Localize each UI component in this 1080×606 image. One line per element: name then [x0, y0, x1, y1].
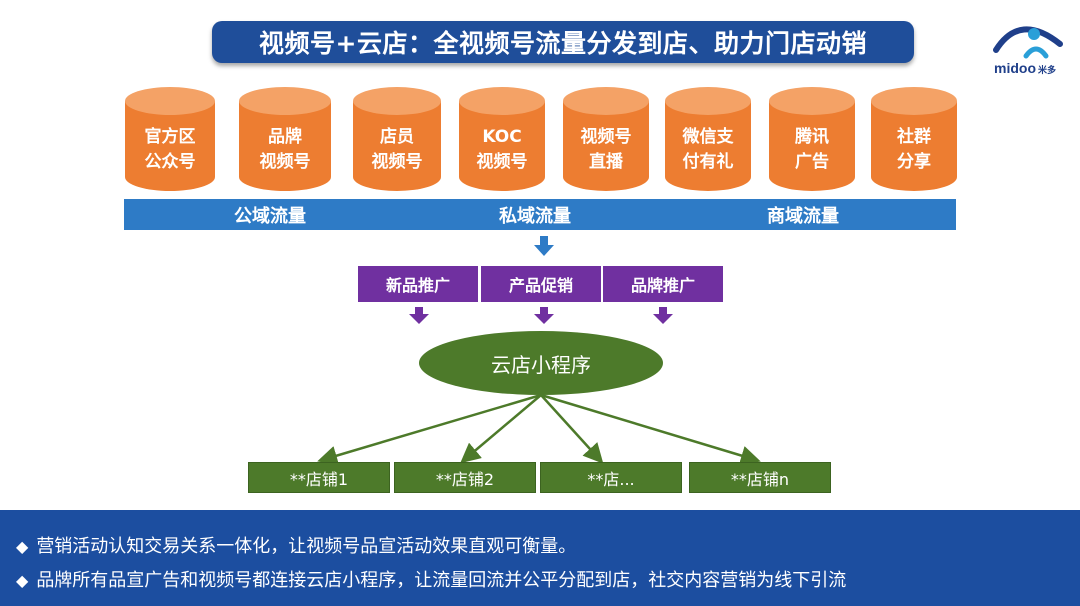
- domain-public: 公域流量: [234, 206, 306, 227]
- connector-shop-n: [540, 393, 761, 466]
- channel-cylinder-official: 官方区 公众号: [125, 87, 215, 191]
- connector-shop-2: [460, 394, 542, 464]
- channel-label: 官方区 公众号: [144, 127, 196, 172]
- shop-box-1: **店铺1: [248, 462, 390, 493]
- promo-box-brand: 品牌推广: [603, 266, 723, 302]
- footer-bullet-text: 营销活动认知交易关系一体化，让视频号品宣活动效果直观可衡量。: [36, 536, 577, 557]
- footer-bullet-2: ◆ 品牌所有品宣广告和视频号都连接云店小程序，让流量回流并公平分配到店，社交内容营…: [16, 566, 846, 592]
- footer-panel: ◆ 营销活动认知交易关系一体化，让视频号品宣活动效果直观可衡量。 ◆ 品牌所有品宣广…: [0, 510, 1080, 606]
- page-title: 视频号+云店：全视频号流量分发到店、助力门店动销: [212, 21, 914, 63]
- shop-box-n: **店铺n: [689, 462, 831, 493]
- footer-bullet-text: 品牌所有品宣广告和视频号都连接云店小程序，让流量回流并公平分配到店，社交内容营销…: [36, 570, 847, 591]
- connector-shop-1: [317, 393, 542, 466]
- traffic-domain-bar: 公域流量 私域流量 商域流量: [124, 199, 956, 230]
- logo-brand: midoo: [994, 60, 1036, 76]
- channel-label: 微信支 付有礼: [682, 127, 734, 172]
- diamond-bullet-icon: ◆: [16, 571, 29, 590]
- channel-cylinder-brand-video: 品牌 视频号: [239, 87, 331, 191]
- midoo-logo-icon: [993, 26, 1063, 59]
- domain-commercial: 商域流量: [767, 206, 839, 227]
- promo-box-product-sale: 产品促销: [481, 266, 601, 302]
- shop-box-3: **店...: [540, 462, 682, 493]
- channel-cylinder-tencent-ads: 腾讯 广告: [769, 87, 855, 191]
- channel-label: 品牌 视频号: [259, 127, 311, 172]
- diamond-bullet-icon: ◆: [16, 537, 29, 556]
- arrow-down-icon: [534, 236, 554, 256]
- domain-private: 私域流量: [499, 206, 571, 227]
- promo-box-new-product: 新品推广: [358, 266, 478, 302]
- channel-cylinder-community: 社群 分享: [871, 87, 957, 191]
- connector-shop-3: [540, 394, 604, 464]
- channel-cylinder-staff-video: 店员 视频号: [353, 87, 441, 191]
- channel-label: 视频号 直播: [580, 127, 632, 172]
- shop-box-2: **店铺2: [394, 462, 536, 493]
- footer-bullet-1: ◆ 营销活动认知交易关系一体化，让视频号品宣活动效果直观可衡量。: [16, 532, 576, 558]
- channel-cylinder-wechat-pay: 微信支 付有礼: [665, 87, 751, 191]
- arrow-down-icon: [653, 307, 673, 324]
- channel-label: 社群 分享: [897, 127, 931, 172]
- channel-cylinder-live: 视频号 直播: [563, 87, 649, 191]
- arrow-down-icon: [409, 307, 429, 324]
- channel-label: 店员 视频号: [371, 127, 423, 172]
- hub-mini-program: 云店小程序: [419, 331, 663, 395]
- arrow-down-icon: [534, 307, 554, 324]
- logo-subtitle: 米多: [1038, 65, 1057, 75]
- channel-label: 腾讯 广告: [795, 127, 829, 172]
- channel-cylinder-koc-video: KOC 视频号: [459, 87, 545, 191]
- channel-label: KOC 视频号: [476, 127, 528, 172]
